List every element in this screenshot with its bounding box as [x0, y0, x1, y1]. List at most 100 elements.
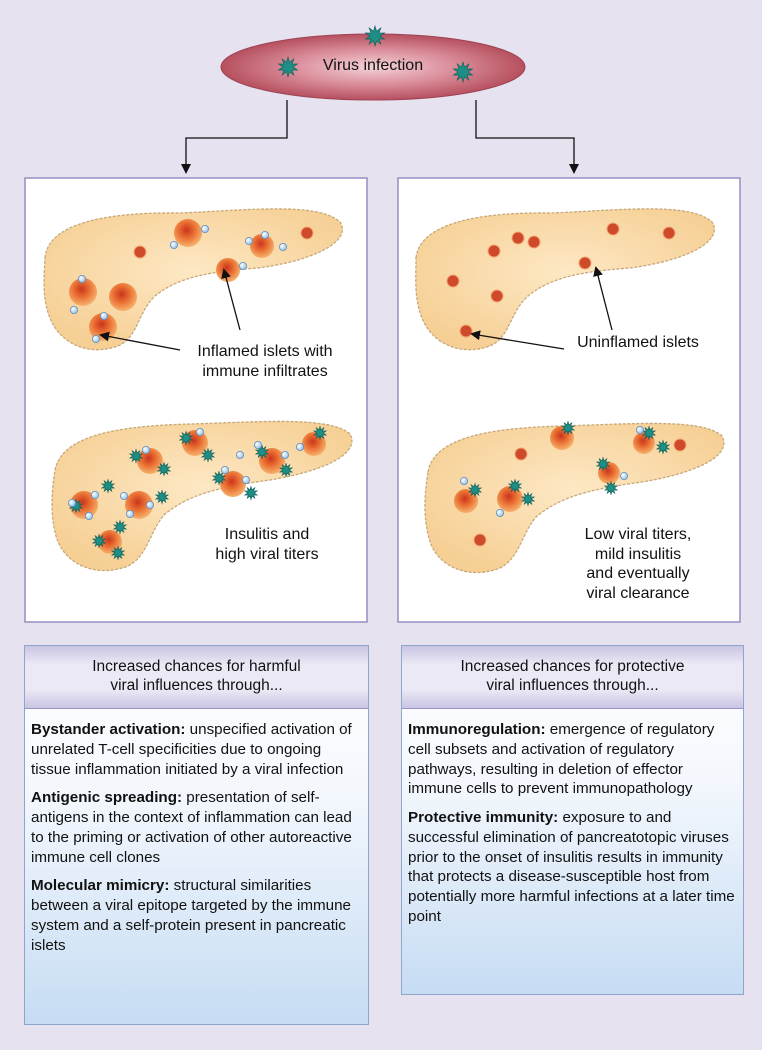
- islet: [133, 245, 147, 259]
- inflamed-islet: [216, 258, 240, 282]
- left-top-label: Inflamed islets with immune infiltrates: [197, 343, 333, 380]
- virus-layer: [68, 420, 671, 561]
- immune-cell: [85, 512, 94, 521]
- inflamed-islet: [137, 448, 163, 474]
- immune-cell: [220, 465, 229, 474]
- islet: [578, 256, 592, 270]
- immune-cell: [280, 450, 289, 459]
- immune-cell: [260, 230, 269, 239]
- islet: [673, 438, 687, 452]
- virus-icon: [364, 24, 386, 48]
- virus-icon: [603, 480, 619, 496]
- immune-cell: [459, 476, 468, 485]
- virus-icon: [243, 485, 259, 501]
- virus-icon: [641, 425, 657, 441]
- immune-cell: [235, 450, 244, 459]
- immune-cell: [495, 508, 504, 517]
- immune-cell: [91, 490, 100, 499]
- protective-term: Protective immunity:: [408, 809, 559, 826]
- immune-cell: [195, 427, 204, 436]
- protective-term: Immunoregulation:: [408, 721, 546, 738]
- immune-cell: [100, 311, 109, 320]
- inflamed-islet: [98, 530, 122, 554]
- virus-icon: [312, 425, 328, 441]
- virus-icon: [154, 489, 170, 505]
- islet-layer: [69, 219, 687, 554]
- harmful-list: Bystander activation: unspecified activa…: [31, 720, 360, 964]
- virus-icon: [100, 478, 116, 494]
- immune-cell: [120, 491, 129, 500]
- branch-arrow-right: [475, 100, 579, 174]
- immune-cell: [636, 425, 645, 434]
- islet: [459, 324, 473, 338]
- immune-cell: [141, 445, 150, 454]
- islet: [300, 226, 314, 240]
- protective-heading: Increased chances for protective viral i…: [402, 646, 743, 709]
- inflamed-islet: [70, 491, 98, 519]
- inflamed-islet: [259, 448, 285, 474]
- harmful-term: Antigenic spreading:: [31, 789, 183, 807]
- harmful-item-bystander: Bystander activation: unspecified activa…: [31, 720, 360, 779]
- harmful-desc: structural similarities between a viral …: [31, 877, 351, 954]
- islet: [606, 222, 620, 236]
- islet: [490, 289, 504, 303]
- virus-icon: [91, 533, 107, 549]
- immune-cell: [200, 224, 209, 233]
- virus-icon: [452, 60, 474, 84]
- harmful-heading-text: Increased chances for harmful viral infl…: [92, 658, 301, 694]
- harmful-info-box: Increased chances for harmful viral infl…: [24, 645, 369, 1025]
- immune-cell: [169, 240, 178, 249]
- virus-icon: [655, 439, 671, 455]
- top-virus-icons: [277, 24, 474, 84]
- virus-icon: [200, 447, 216, 463]
- immune-cell: [145, 500, 154, 509]
- inflamed-islet: [497, 486, 523, 512]
- immune-cell: [295, 442, 304, 451]
- virus-icon: [467, 482, 483, 498]
- virus-icon: [254, 444, 270, 460]
- virus-icon: [560, 420, 576, 436]
- islet: [511, 231, 525, 245]
- virus-icon: [178, 430, 194, 446]
- immune-cell: [253, 440, 262, 449]
- islet: [487, 244, 501, 258]
- virus-icon: [278, 462, 294, 478]
- islet: [514, 447, 528, 461]
- islet: [662, 226, 676, 240]
- harmful-term: Bystander activation:: [31, 721, 186, 738]
- immune-cell: [70, 305, 79, 314]
- inflamed-islet: [220, 471, 246, 497]
- immune-cell: [278, 242, 287, 251]
- virus-icon: [520, 491, 536, 507]
- protective-info-box: Increased chances for protective viral i…: [401, 645, 744, 995]
- harmful-item-antigenic: Antigenic spreading: presentation of sel…: [31, 788, 360, 867]
- pointer-arrow-left-1: [221, 268, 241, 331]
- inflamed-islet: [174, 219, 202, 247]
- inflamed-islet: [69, 278, 97, 306]
- left-bottom-label: Insulitis and high viral titers: [215, 526, 319, 563]
- protective-list: Immunoregulation: emergence of regulator…: [408, 720, 735, 936]
- islet: [527, 235, 541, 249]
- immune-cell: [244, 236, 253, 245]
- immune-cell-layer: [68, 224, 645, 521]
- inflamed-islet: [109, 283, 137, 311]
- protective-desc: exposure to and successful elimination o…: [408, 809, 735, 925]
- immune-cell: [238, 261, 247, 270]
- branch-arrow-left: [181, 100, 288, 174]
- virus-icon: [277, 55, 299, 79]
- immune-cell: [68, 498, 77, 507]
- protective-item-immunity: Protective immunity: exposure to and suc…: [408, 808, 735, 927]
- right-top-label: Uninflamed islets: [577, 334, 699, 351]
- pointer-arrow-left-2: [99, 331, 181, 351]
- virus-icon: [112, 519, 128, 535]
- virus-icon: [128, 448, 144, 464]
- protective-item-immunoregulation: Immunoregulation: emergence of regulator…: [408, 720, 735, 799]
- harmful-term: Molecular mimicry:: [31, 877, 170, 895]
- virus-icon: [595, 456, 611, 472]
- immune-cell: [126, 509, 135, 518]
- pointer-arrow-right-1: [593, 266, 613, 331]
- virus-icon: [507, 478, 523, 494]
- harmful-heading: Increased chances for harmful viral infl…: [25, 646, 368, 709]
- islet: [473, 533, 487, 547]
